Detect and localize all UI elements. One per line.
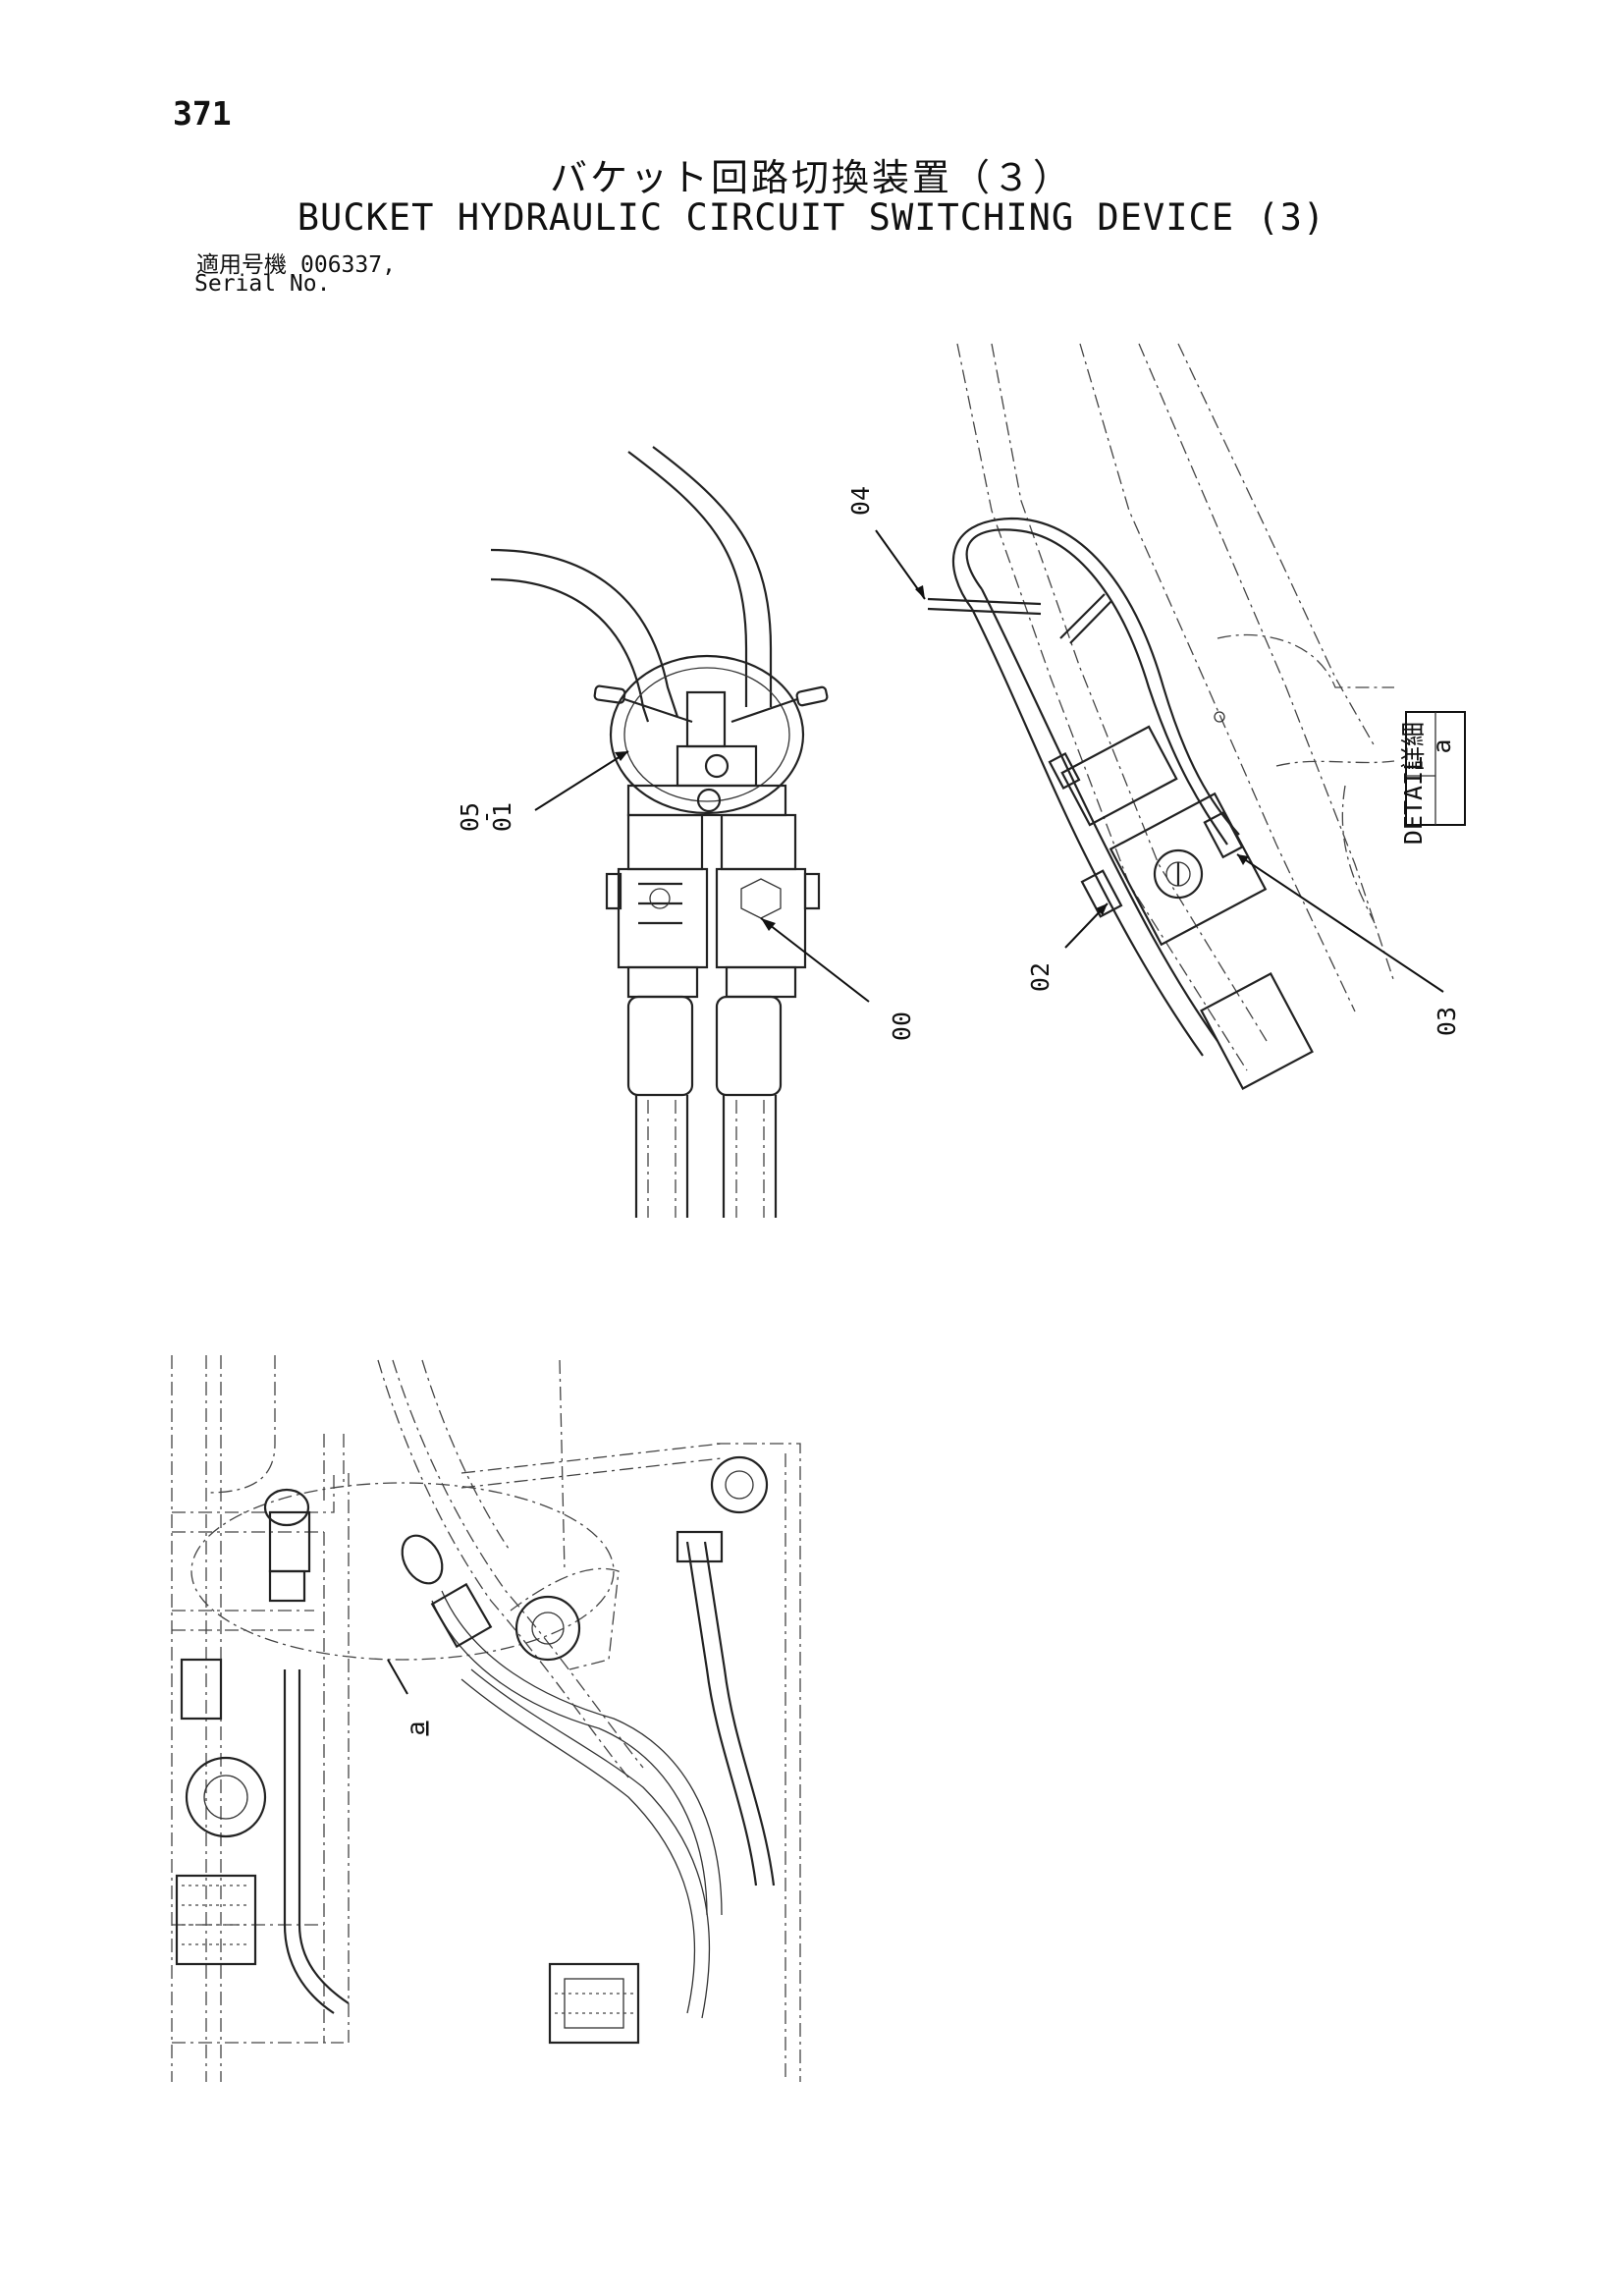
callouts: 00 05 - 01 02 03 04 a (387, 486, 1461, 1736)
page-title-jp: バケット回路切換装置（３） (549, 156, 1073, 199)
serial-row: 適用号機 006337, (196, 246, 396, 279)
callout-05: 05 (456, 802, 484, 832)
callout-02: 02 (1026, 962, 1055, 992)
callout-05-dash: - (471, 809, 500, 824)
overview-view (171, 1355, 801, 2082)
serial-label-jp: 適用号機 (196, 252, 287, 278)
detail-tag: a 詳細 DETAIL (1399, 711, 1466, 845)
detail-tag-en: DETAIL (1399, 756, 1428, 845)
detail-a-view (927, 343, 1395, 1090)
page-number: 371 (173, 94, 232, 133)
page-title-en: BUCKET HYDRAULIC CIRCUIT SWITCHING DEVIC… (297, 196, 1326, 239)
serial-label-en: Serial No. (194, 271, 331, 297)
overview-label-a: a (402, 1721, 430, 1735)
detail-tag-letter: a (1428, 738, 1456, 753)
valve-assembly-front-view (490, 446, 829, 1218)
callout-04: 04 (846, 486, 875, 516)
detail-tag-jp: 詳細 (1399, 722, 1428, 771)
serial-value: 006337, (300, 252, 396, 278)
callout-03: 03 (1433, 1007, 1461, 1036)
callout-01: 01 (488, 802, 516, 832)
callout-00: 00 (888, 1011, 916, 1041)
